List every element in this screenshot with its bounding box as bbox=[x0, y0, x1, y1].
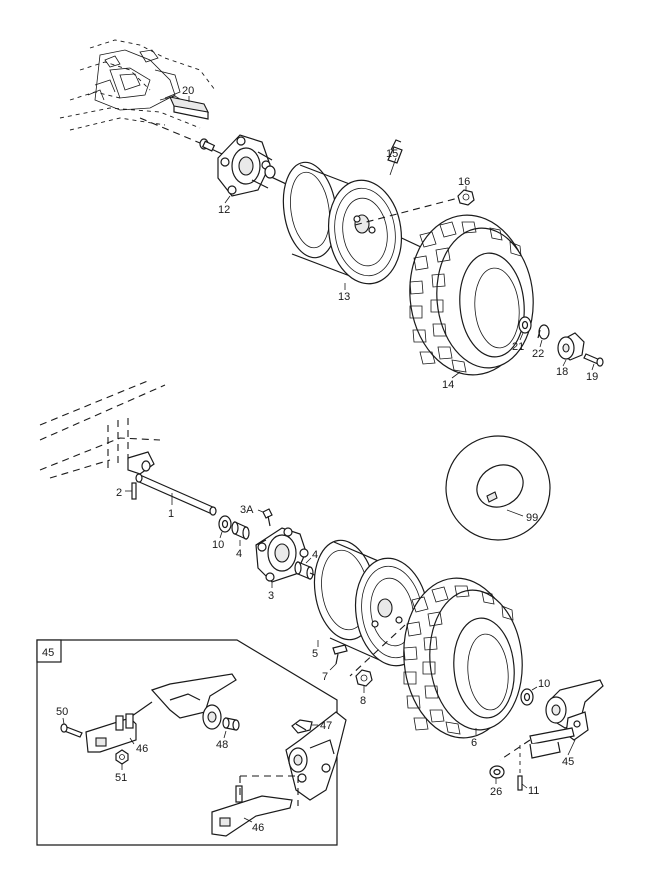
lower-frame bbox=[39, 379, 166, 479]
part-15-valve bbox=[387, 139, 403, 176]
part-4-bushing-left bbox=[231, 521, 250, 546]
part-18-cap bbox=[557, 332, 585, 367]
callout-1: 1 bbox=[168, 508, 174, 520]
callout-12: 12 bbox=[218, 204, 230, 216]
callout-labels: 20 15 16 12 13 21 22 18 19 14 2 1 3A 10 … bbox=[42, 85, 598, 834]
part-19-bolt bbox=[583, 353, 604, 371]
valve-dashed-line-lower bbox=[349, 624, 406, 677]
mower-frame bbox=[59, 39, 216, 131]
part-6-tire bbox=[403, 577, 523, 739]
part-48-bushing bbox=[222, 717, 240, 739]
part-10-washer bbox=[218, 515, 232, 539]
part-45-inset-bracket bbox=[285, 711, 347, 801]
callout-46-lower: 46 bbox=[252, 822, 264, 834]
callout-3: 3 bbox=[268, 590, 274, 602]
part-16-nut bbox=[457, 189, 475, 206]
part-46-top-bracket bbox=[131, 673, 237, 730]
part-10-washer-right bbox=[520, 686, 538, 706]
part-4-bushing-right bbox=[294, 557, 314, 580]
callout-4-left: 4 bbox=[236, 548, 242, 560]
hub-bolt bbox=[199, 138, 216, 152]
callout-22: 22 bbox=[532, 348, 544, 360]
bracket-dashed-line bbox=[499, 739, 531, 761]
callout-2: 2 bbox=[116, 487, 122, 499]
part-14-tire bbox=[409, 214, 534, 379]
part-51-nut bbox=[115, 749, 129, 770]
axle-centerline bbox=[139, 117, 201, 144]
callout-50: 50 bbox=[56, 706, 68, 718]
lower-wheel-assembly bbox=[39, 379, 604, 791]
part-3-hub bbox=[255, 527, 309, 588]
callout-51: 51 bbox=[115, 772, 127, 784]
inset-title: 45 bbox=[42, 647, 54, 659]
callout-45: 45 bbox=[562, 756, 574, 768]
part-99-tube bbox=[445, 435, 551, 541]
callout-18: 18 bbox=[556, 366, 568, 378]
part-22-washer bbox=[537, 324, 550, 348]
part-45-bracket bbox=[529, 679, 604, 759]
part-13-rim bbox=[282, 161, 402, 285]
top-wheel-assembly bbox=[59, 39, 604, 379]
callout-14: 14 bbox=[442, 379, 454, 391]
callout-10-middle: 10 bbox=[212, 539, 224, 551]
callout-8: 8 bbox=[360, 695, 366, 707]
callout-4-right: 4 bbox=[312, 549, 318, 561]
callout-10-right: 10 bbox=[538, 678, 550, 690]
callout-21: 21 bbox=[512, 341, 524, 353]
part-3A-fitting bbox=[257, 508, 273, 527]
part-8-nut bbox=[355, 669, 373, 693]
callout-99: 99 bbox=[526, 512, 538, 524]
callout-6: 6 bbox=[471, 737, 477, 749]
part-12-hub bbox=[217, 134, 276, 197]
part-1-axle bbox=[127, 451, 217, 516]
callout-5: 5 bbox=[312, 648, 318, 660]
part-50-bolt bbox=[60, 717, 83, 738]
part-21-washer bbox=[518, 316, 532, 341]
callout-26: 26 bbox=[490, 786, 502, 798]
part-47-clip bbox=[291, 719, 318, 734]
part-46-lower-plate bbox=[211, 785, 293, 837]
part-11-pin bbox=[517, 775, 528, 791]
callout-15: 15 bbox=[386, 148, 398, 160]
callout-16: 16 bbox=[458, 176, 470, 188]
part-20-plate bbox=[169, 96, 209, 120]
inset-panel-45 bbox=[36, 639, 347, 846]
callout-46-top: 46 bbox=[136, 743, 148, 755]
part-2-pin bbox=[125, 482, 137, 500]
callout-3A: 3A bbox=[240, 504, 254, 516]
callout-19: 19 bbox=[586, 371, 598, 383]
callout-13: 13 bbox=[338, 291, 350, 303]
part-26-washer bbox=[489, 765, 505, 784]
part-7-valve bbox=[329, 644, 348, 671]
callout-48: 48 bbox=[216, 739, 228, 751]
callout-11: 11 bbox=[528, 785, 539, 797]
part-46-left-plate bbox=[85, 713, 137, 753]
callout-7: 7 bbox=[322, 671, 328, 683]
callout-47: 47 bbox=[320, 720, 332, 732]
callout-20: 20 bbox=[182, 85, 194, 97]
